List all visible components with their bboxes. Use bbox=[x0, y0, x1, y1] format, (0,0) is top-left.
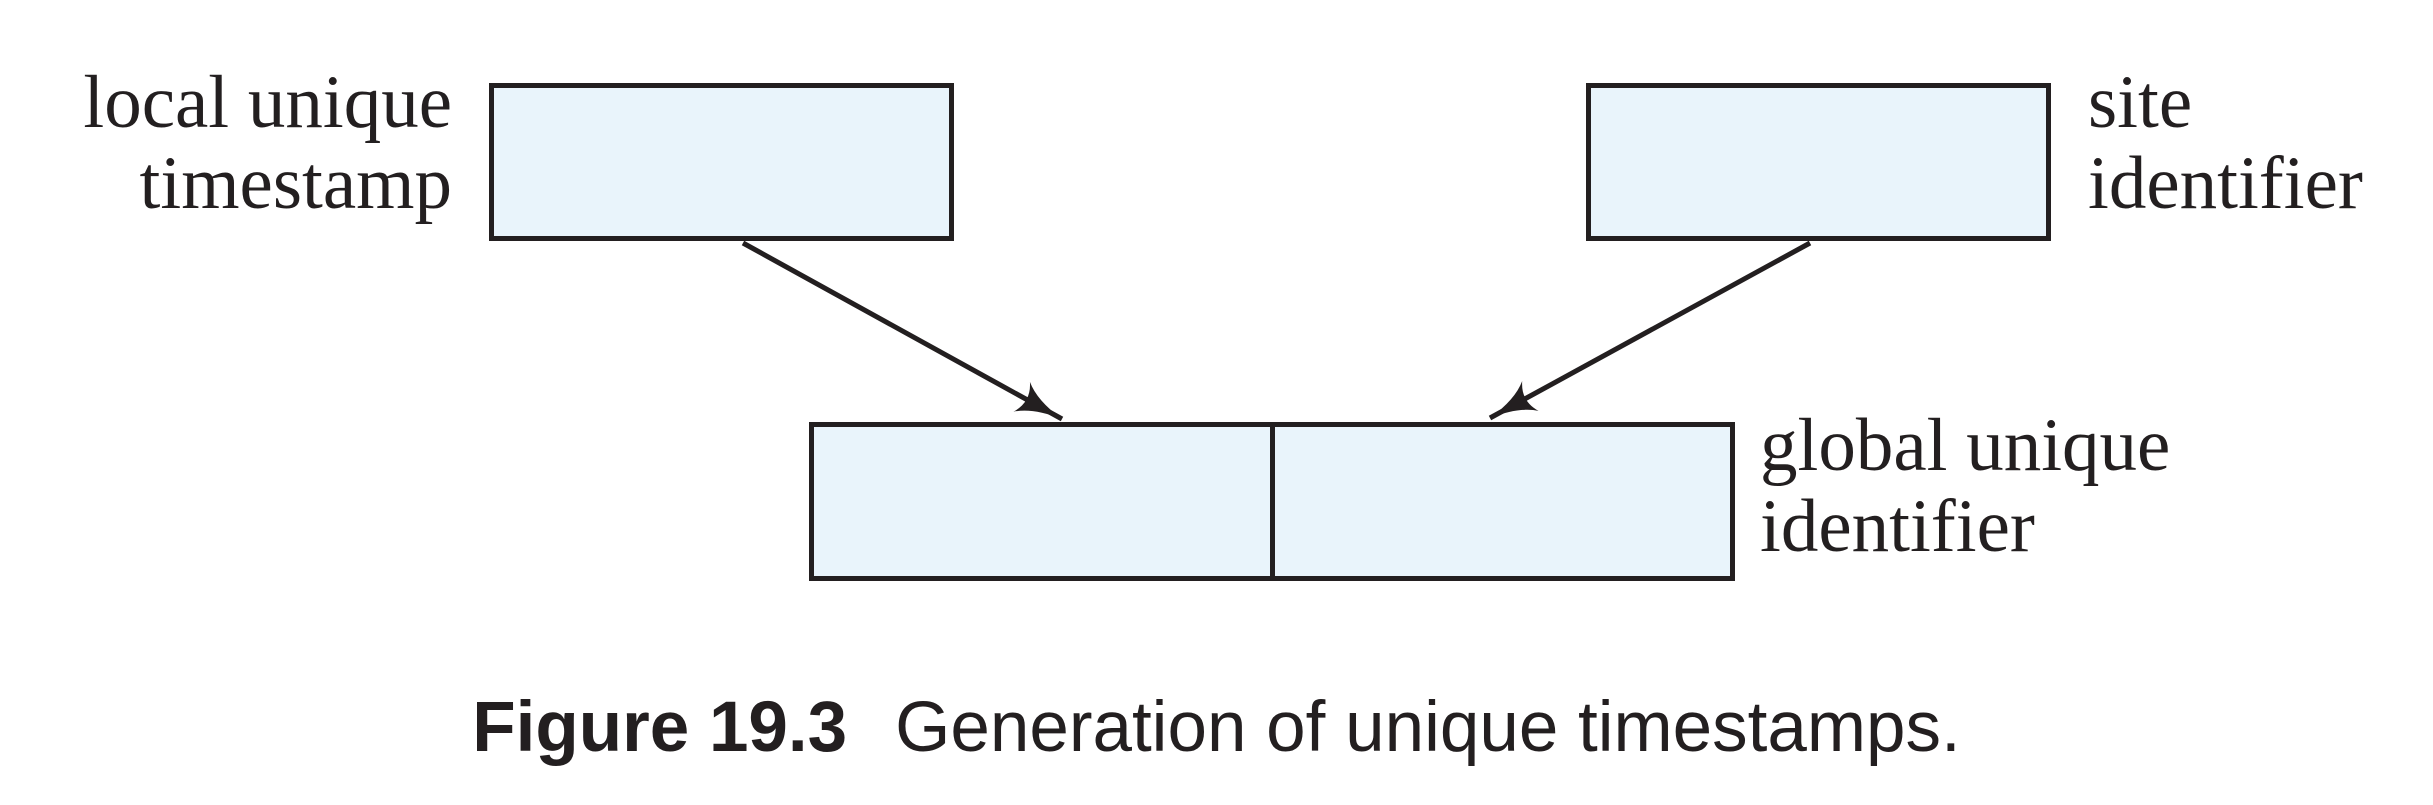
global-identifier-box bbox=[809, 422, 1735, 581]
global-identifier-label-line2: identifier bbox=[1760, 485, 2035, 568]
site-identifier-box bbox=[1586, 83, 2051, 241]
global-box-divider bbox=[1269, 427, 1275, 576]
local-timestamp-box bbox=[489, 83, 954, 241]
global-identifier-label-line1: global unique bbox=[1760, 404, 2171, 487]
local-timestamp-label-line1: local unique bbox=[83, 61, 452, 144]
site-identifier-label-line1: site bbox=[2088, 61, 2193, 144]
global-identifier-label: global unique identifier bbox=[1760, 405, 2170, 567]
figure-caption: Figure 19.3 Generation of unique timestam… bbox=[0, 687, 2433, 769]
site-identifier-label-line2: identifier bbox=[2088, 142, 2363, 225]
local-timestamp-label: local unique timestamp bbox=[83, 62, 452, 224]
arrow-site-to-global bbox=[1488, 240, 1812, 421]
site-identifier-label: site identifier bbox=[2088, 62, 2363, 224]
figure-caption-text: Generation of unique timestamps. bbox=[895, 688, 1961, 767]
arrow-local-to-global bbox=[741, 240, 1064, 422]
figure-caption-number: Figure 19.3 bbox=[472, 688, 848, 767]
local-timestamp-label-line2: timestamp bbox=[139, 142, 452, 225]
